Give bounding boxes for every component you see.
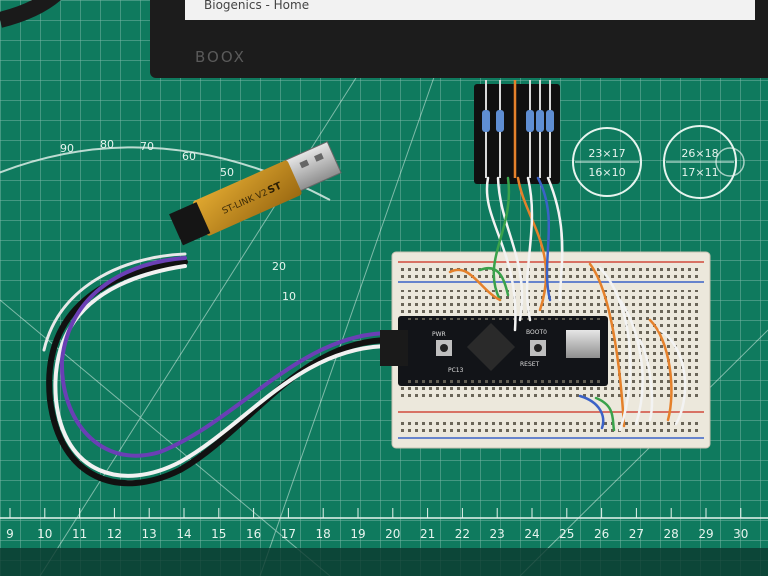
ruler-label: 28 (664, 527, 679, 541)
programmer-body (192, 160, 302, 236)
resistors (482, 110, 554, 132)
ruler-label: 27 (629, 527, 644, 541)
board-label: PWR (432, 331, 446, 338)
board-label: BOOT0 (526, 329, 547, 336)
arc-label: 50 (220, 166, 234, 179)
ruler-label: 12 (107, 527, 122, 541)
ruler-label: 30 (733, 527, 748, 541)
mat-bottom-edge (0, 548, 768, 576)
arc-label: 90 (60, 142, 74, 155)
stlink-programmer: ST-LINK V2 ST (169, 141, 342, 246)
stm32-board: PWR RESET BOOT0 PC13 (380, 316, 608, 386)
power-rail-top (400, 266, 700, 280)
ruler-label: 20 (385, 527, 400, 541)
template-top-label: 23×17 (588, 147, 625, 160)
ruler-label: 21 (420, 527, 435, 541)
board-label: RESET (520, 361, 540, 368)
ruler-label: 24 (524, 527, 539, 541)
ruler-label: 16 (246, 527, 261, 541)
bottom-ruler-labels: 9 10 11 12 13 14 15 16 17 18 19 20 21 22 23 24 25 26 27 28 2… (6, 527, 748, 541)
ruler-label: 18 (316, 527, 331, 541)
ruler-label: 15 (211, 527, 226, 541)
programmer-connector (169, 202, 211, 246)
circle-template: 23×17 16×10 (572, 127, 642, 197)
monitor-screen (185, 0, 755, 20)
monitor-brand: BOOX (195, 48, 246, 66)
swd-header (380, 330, 408, 366)
monitor-screen-text: Biogenics - Home (204, 0, 309, 12)
template-top-label: 26×18 (681, 147, 718, 160)
ruler-label: 19 (350, 527, 365, 541)
jumper-wires (448, 176, 687, 432)
circle-template: 26×18 17×11 (663, 125, 737, 199)
ruler-label: 26 (594, 527, 609, 541)
ruler-label: 10 (37, 527, 52, 541)
ruler-label: 14 (176, 527, 191, 541)
arc-ruler-labels: 90 80 70 60 50 (60, 138, 234, 179)
template-bottom-label: 16×10 (588, 166, 625, 179)
power-rail-bottom (400, 418, 700, 434)
monitor: Biogenics - Home BOOX (150, 0, 768, 78)
side-label: 20 (272, 260, 286, 273)
ruler-label: 9 (6, 527, 14, 541)
board-label: PC13 (448, 367, 464, 374)
st-logo: ST (266, 181, 283, 197)
ruler-label: 29 (698, 527, 713, 541)
resistor-module (474, 80, 560, 184)
swd-cable (42, 252, 393, 487)
arc-label: 70 (140, 140, 154, 153)
ruler-label: 22 (455, 527, 470, 541)
ruler-label: 17 (281, 527, 296, 541)
small-template-circle (715, 147, 745, 177)
side-ruler-labels: 10 20 (272, 260, 296, 303)
arc-label: 60 (182, 150, 196, 163)
ruler-label: 25 (559, 527, 574, 541)
template-bottom-label: 17×11 (681, 166, 718, 179)
ruler-ticks (9, 508, 742, 518)
usb-cable-top (0, 0, 61, 28)
usb-c-port (566, 330, 600, 358)
ruler-label: 13 (142, 527, 157, 541)
ruler-label: 23 (490, 527, 505, 541)
ruler-label: 11 (72, 527, 87, 541)
side-label: 10 (282, 290, 296, 303)
mcu-chip (466, 322, 516, 372)
arc-label: 80 (100, 138, 114, 151)
